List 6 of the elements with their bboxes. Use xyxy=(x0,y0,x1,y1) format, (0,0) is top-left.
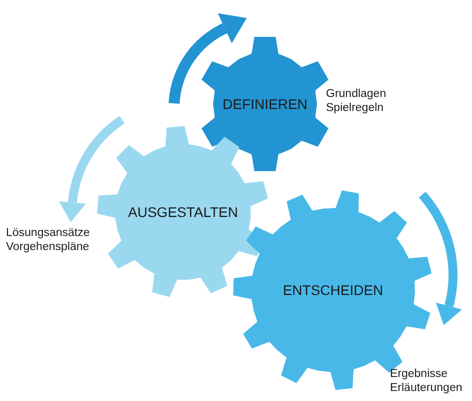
annotation-text: Ergebnisse Erläuterungen xyxy=(390,367,464,395)
annotation-text: Lösungsansätze Vorgehenspläne xyxy=(6,226,91,254)
annotation-text: Grundlagen Spielregeln xyxy=(326,87,388,115)
gear-label: AUSGESTALTEN xyxy=(128,204,238,220)
gear-label: ENTSCHEIDEN xyxy=(282,282,384,298)
gear-label: DEFINIEREN xyxy=(222,96,308,112)
